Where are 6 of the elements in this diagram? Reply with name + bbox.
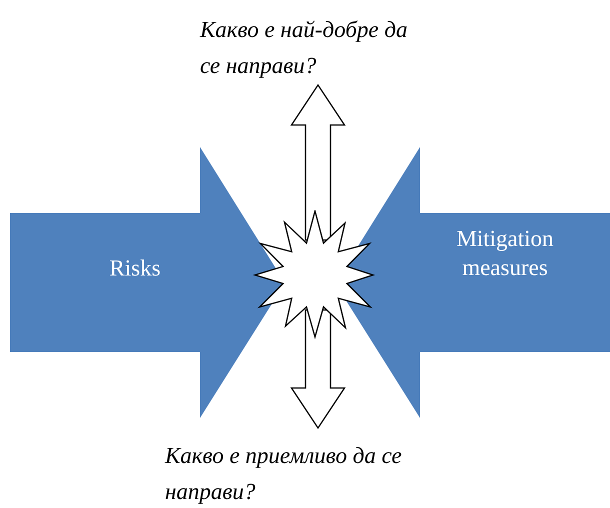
double-outline-arrow	[290, 84, 346, 241]
arrow-label: Risks	[108, 254, 162, 282]
double-outline-arrow	[290, 309, 346, 430]
arrow-label: Mitigation measures	[455, 225, 555, 282]
question-text: Какво е приемливо да се направи?	[165, 442, 403, 506]
question-text: Какво е най-добре да се направи?	[200, 16, 408, 80]
